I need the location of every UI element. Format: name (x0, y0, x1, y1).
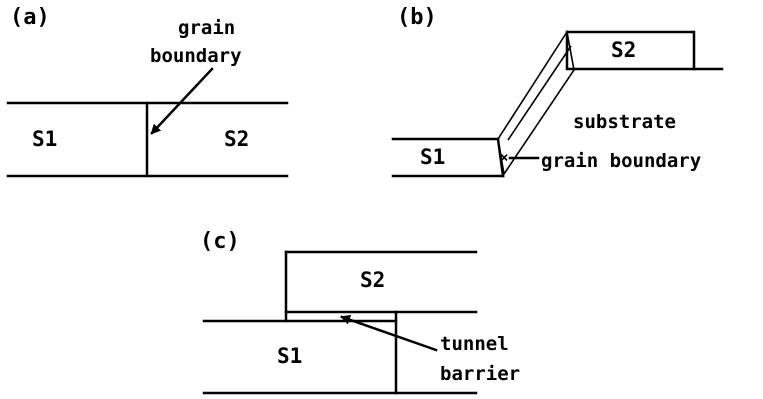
tunnel-barrier-label-line2: barrier (440, 363, 520, 385)
tunnel-barrier-arrow (340, 314, 438, 352)
grain-boundary-label-line2: boundary (150, 45, 242, 67)
grain-boundary-mark: × (500, 150, 508, 166)
grain-s2-label: S2 (224, 127, 249, 151)
s2-label: S2 (360, 268, 385, 292)
panel-c: (c) S2 S1 tunnel barrier (200, 229, 520, 395)
grain-boundary-label: grain boundary (541, 150, 701, 172)
s2-label: S2 (611, 38, 636, 62)
panel-c-tag: (c) (200, 229, 240, 254)
ramp-inner-edge (507, 45, 572, 141)
grain-boundary-label-line1: grain (178, 17, 235, 39)
s1-label: S1 (420, 145, 445, 169)
panel-b-tag: (b) (397, 5, 437, 30)
panel-b: (b) S1 S2 substrate grain boundary × (391, 5, 724, 178)
panel-a-tag: (a) (10, 5, 50, 30)
substrate-label: substrate (573, 111, 676, 133)
grain-boundary-arrow (150, 67, 214, 135)
panel-a: (a) S1 S2 grain boundary (6, 5, 289, 178)
tunnel-barrier-label-line1: tunnel (440, 333, 509, 355)
s2-block (565, 30, 696, 71)
grain-s1-label: S1 (32, 127, 57, 151)
s1-label: S1 (277, 344, 302, 368)
